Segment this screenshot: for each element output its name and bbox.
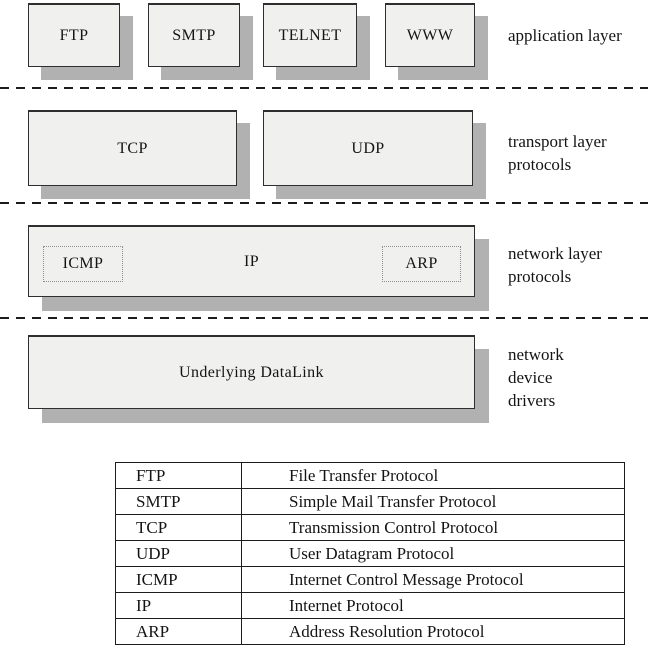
full-name-cell: Simple Mail Transfer Protocol — [241, 488, 625, 515]
full-name-cell: Internet Control Message Protocol — [241, 566, 625, 593]
legend-table: FTP File Transfer Protocol SMTP Simple M… — [115, 462, 625, 645]
layer-label-line: device — [508, 368, 553, 387]
protocol-box-telnet: TELNET — [263, 3, 357, 67]
protocol-box-label: IP — [243, 252, 260, 270]
full-name-cell: Internet Protocol — [241, 592, 625, 619]
protocol-box-www: WWW — [385, 3, 475, 67]
protocol-box-label: ICMP — [62, 255, 104, 272]
full-name-cell: File Transfer Protocol — [241, 462, 625, 489]
protocol-box-ftp: FTP — [28, 3, 120, 67]
full-name-cell: Transmission Control Protocol — [241, 514, 625, 541]
protocol-box-label: TELNET — [278, 26, 342, 44]
table-row: UDP User Datagram Protocol — [115, 540, 625, 567]
abbr-cell: TCP — [115, 514, 242, 541]
protocol-box-label: SMTP — [172, 26, 216, 44]
layer-label-application: application layer — [508, 24, 622, 47]
layer-label-line: network layer — [508, 244, 602, 263]
protocol-box-label: ARP — [405, 255, 438, 272]
layer-separator-1 — [0, 87, 648, 89]
protocol-box-ip: IP ICMP ARP — [28, 225, 475, 297]
abbr-cell: ICMP — [115, 566, 242, 593]
protocol-box-label: Underlying DataLink — [179, 363, 324, 381]
protocol-box-label: FTP — [59, 26, 89, 44]
layer-label-line: application layer — [508, 26, 622, 45]
table-row: IP Internet Protocol — [115, 592, 625, 619]
protocol-box-udp: UDP — [263, 110, 473, 186]
layer-label-datalink: network device drivers — [508, 343, 564, 412]
abbr-cell: ARP — [115, 618, 242, 645]
table-row: ARP Address Resolution Protocol — [115, 618, 625, 645]
abbr-cell: UDP — [115, 540, 242, 567]
protocol-box-label: WWW — [406, 26, 454, 44]
table-row: TCP Transmission Control Protocol — [115, 514, 625, 541]
protocol-box-datalink: Underlying DataLink — [28, 335, 475, 409]
protocol-box-smtp: SMTP — [148, 3, 240, 67]
layer-separator-2 — [0, 202, 648, 204]
protocol-subbox-arp: ARP — [382, 246, 461, 282]
layer-label-line: network — [508, 345, 564, 364]
layer-label-line: transport layer — [508, 132, 607, 151]
table-row: ICMP Internet Control Message Protocol — [115, 566, 625, 593]
layer-label-line: protocols — [508, 267, 572, 286]
protocol-box-label: TCP — [117, 139, 148, 157]
full-name-cell: User Datagram Protocol — [241, 540, 625, 567]
layer-label-line: drivers — [508, 391, 556, 410]
table-row: FTP File Transfer Protocol — [115, 462, 625, 489]
layer-label-line: protocols — [508, 155, 572, 174]
protocol-box-tcp: TCP — [28, 110, 237, 186]
full-name-cell: Address Resolution Protocol — [241, 618, 625, 645]
abbr-cell: SMTP — [115, 488, 242, 515]
protocol-box-label: UDP — [351, 139, 385, 157]
abbr-cell: FTP — [115, 462, 242, 489]
layer-separator-3 — [0, 317, 648, 319]
layer-label-network: network layer protocols — [508, 242, 602, 288]
protocol-subbox-icmp: ICMP — [43, 246, 123, 282]
layer-label-transport: transport layer protocols — [508, 130, 607, 176]
table-row: SMTP Simple Mail Transfer Protocol — [115, 488, 625, 515]
abbr-cell: IP — [115, 592, 242, 619]
